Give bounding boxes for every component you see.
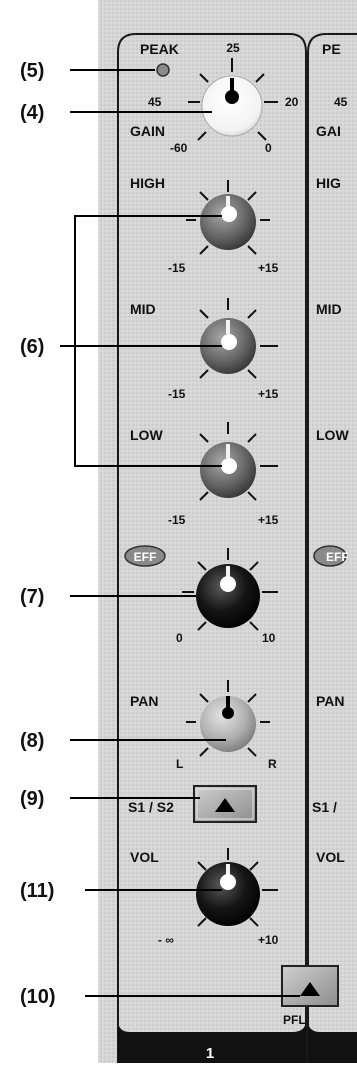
low-label: LOW (130, 427, 163, 443)
eff-badge: EFF (124, 545, 166, 567)
svg-text:EFF: EFF (134, 550, 157, 564)
svg-text:HIG: HIG (316, 175, 341, 191)
neighbor-number-tab (308, 1020, 357, 1063)
vol-scale-max: +10 (258, 933, 279, 947)
gain-scale-min: -60 (170, 141, 188, 155)
eq-low-knob[interactable] (186, 422, 278, 501)
gain-scale-left: 45 (148, 95, 162, 109)
svg-text:45: 45 (334, 95, 348, 109)
callout-8: (8) (20, 730, 44, 752)
peak-led (156, 63, 170, 77)
eq-high-knob[interactable] (186, 180, 270, 255)
channel-number-tab (118, 1020, 306, 1063)
callout-11: (11) (20, 880, 54, 902)
peak-label: PEAK (140, 41, 179, 57)
svg-text:LOW: LOW (316, 427, 349, 443)
vol-label: VOL (130, 849, 159, 865)
svg-text:EFF: EFF (326, 550, 349, 564)
low-scale-min: -15 (168, 513, 186, 527)
channel-strip-outline (117, 33, 307, 1063)
s1s2-switch[interactable] (193, 785, 257, 823)
gain-label: GAIN (130, 123, 165, 139)
pfl-switch[interactable] (281, 965, 339, 1007)
s1s2-label: S1 / S2 (128, 799, 174, 815)
svg-text:VOL: VOL (316, 849, 345, 865)
pan-knob[interactable] (186, 680, 270, 757)
gain-scale-top: 25 (226, 41, 240, 55)
callout-10: (10) (20, 986, 56, 1008)
callout-5: (5) (20, 60, 44, 82)
eff-knob[interactable] (182, 548, 278, 631)
neighbor-strip-outline (307, 33, 357, 1063)
vol-scale-min: - ∞ (158, 933, 174, 947)
eff-scale-max: 10 (262, 631, 276, 645)
callout-9: (9) (20, 788, 44, 810)
svg-text:MID: MID (316, 301, 342, 317)
callout-bracket-6 (60, 215, 222, 467)
pan-label: PAN (130, 693, 159, 709)
mid-label: MID (130, 301, 156, 317)
pfl-label: PFL (283, 1013, 306, 1027)
mid-scale-max: +15 (258, 387, 279, 401)
channel-number: 1 (206, 1045, 214, 1062)
pan-scale-right: R (268, 757, 277, 771)
neighbor-strip: PE 45 GAI HIG MID LOW EFF PAN S1 / VOL (312, 41, 349, 865)
eff-scale-min: 0 (176, 631, 183, 645)
callout-4: (4) (20, 102, 44, 124)
mid-scale-min: -15 (168, 387, 186, 401)
high-scale-min: -15 (168, 261, 186, 275)
svg-text:S1 /: S1 / (312, 799, 337, 815)
high-scale-max: +15 (258, 261, 279, 275)
pan-scale-left: L (176, 757, 183, 771)
gain-scale-right: 20 (285, 95, 299, 109)
callout-6: (6) (20, 336, 44, 358)
high-label: HIGH (130, 175, 165, 191)
svg-text:PE: PE (322, 41, 341, 57)
callout-7: (7) (20, 586, 44, 608)
gain-knob[interactable] (188, 58, 278, 141)
low-scale-max: +15 (258, 513, 279, 527)
svg-text:PAN: PAN (316, 693, 345, 709)
vol-knob[interactable] (182, 848, 278, 927)
gain-scale-max: 0 (265, 141, 272, 155)
eq-mid-knob[interactable] (178, 298, 278, 379)
svg-text:GAI: GAI (316, 123, 341, 139)
